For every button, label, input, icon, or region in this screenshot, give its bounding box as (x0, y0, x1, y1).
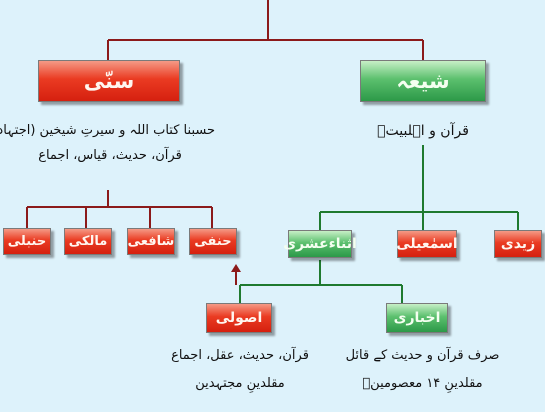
akhbari-caption-line2: مقلدینِ ۱۴ معصومینؑ (362, 376, 483, 391)
usuli-caption-line2: مقلدینِ مجتہدین (195, 376, 285, 391)
zaidi-box: زیدی (494, 230, 542, 258)
shafii-box: شافعی (127, 228, 175, 255)
shia-caption: قرآن و اہلبیتؑ (377, 123, 469, 139)
usuli-box: اصولی (206, 303, 272, 333)
shia-box: شیعہ (360, 60, 486, 102)
sunni-caption-line2: قرآن، حدیث، قیاس، اجماع (38, 148, 182, 163)
ithna-ashari-box: اثناءعشری (283, 230, 357, 258)
sunni-caption-line1: حسبنا کتاب اللہ و سیرتِ شیخین (اجتہاد) (0, 123, 215, 138)
hanafi-arrowhead (231, 264, 241, 272)
ismaili-box: اسمٰعیلی (396, 230, 458, 258)
akhbari-caption-line1: صرف قرآن و حدیث کے قائل (345, 348, 500, 363)
usuli-caption-line1: قرآن، حدیث، عقل، اجماع (171, 348, 309, 363)
sunni-box: سنّی (38, 60, 180, 102)
akhbari-box: اخباری (386, 303, 448, 333)
hanafi-box: حنفی (189, 228, 237, 255)
maliki-box: مالکی (64, 228, 112, 255)
hanbali-box: حنبلی (3, 228, 51, 255)
